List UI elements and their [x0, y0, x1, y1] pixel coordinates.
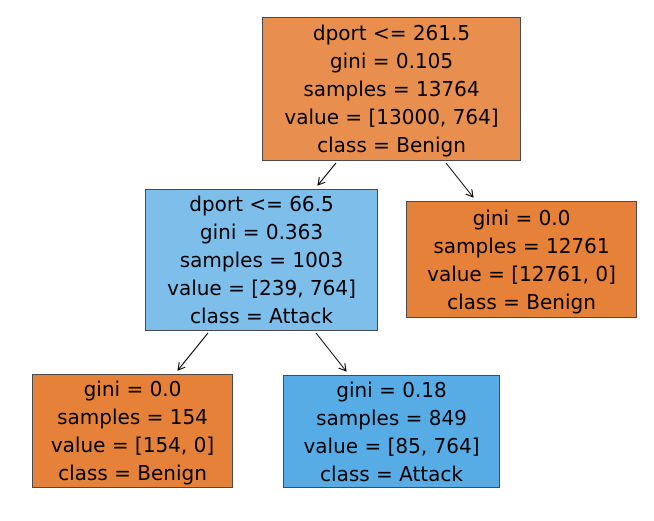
- edge-root-to-left-child: [318, 162, 337, 185]
- node-class: class = Benign: [447, 289, 596, 314]
- node-value: value = [12761, 0]: [427, 261, 616, 286]
- tree-node-left-right-leaf: gini = 0.18 samples = 849 value = [85, 7…: [283, 375, 500, 488]
- node-gini: gini = 0.105: [329, 49, 454, 73]
- node-value: value = [154, 0]: [50, 433, 215, 457]
- node-samples: samples = 13764: [303, 77, 480, 101]
- node-gini: gini = 0.0: [83, 377, 182, 401]
- node-class: class = Attack: [320, 461, 463, 486]
- node-samples: samples = 12761: [433, 233, 610, 258]
- node-gini: gini = 0.0: [472, 205, 571, 230]
- node-split-condition: dport <= 261.5: [312, 21, 471, 45]
- node-samples: samples = 154: [57, 405, 208, 429]
- tree-node-root: dport <= 261.5 gini = 0.105 samples = 13…: [262, 17, 521, 161]
- edge-leftchild-to-leftleaf: [178, 332, 209, 370]
- tree-node-right-leaf: gini = 0.0 samples = 12761 value = [1276…: [406, 201, 637, 318]
- node-split-condition: dport <= 66.5: [189, 192, 334, 216]
- node-gini: gini = 0.18: [336, 377, 447, 402]
- node-value: value = [239, 764]: [167, 276, 356, 300]
- node-samples: samples = 1003: [179, 248, 344, 272]
- node-class: class = Benign: [58, 461, 207, 485]
- edge-leftchild-to-rightleaf: [315, 332, 346, 371]
- edge-root-to-right-leaf: [445, 162, 473, 197]
- node-class: class = Attack: [190, 304, 333, 328]
- node-class: class = Benign: [317, 133, 466, 157]
- node-gini: gini = 0.363: [199, 220, 324, 244]
- node-value: value = [85, 764]: [303, 433, 480, 458]
- node-samples: samples = 849: [316, 405, 467, 430]
- tree-node-left-left-leaf: gini = 0.0 samples = 154 value = [154, 0…: [32, 374, 233, 488]
- tree-node-left-child: dport <= 66.5 gini = 0.363 samples = 100…: [145, 189, 378, 331]
- node-value: value = [13000, 764]: [284, 105, 499, 129]
